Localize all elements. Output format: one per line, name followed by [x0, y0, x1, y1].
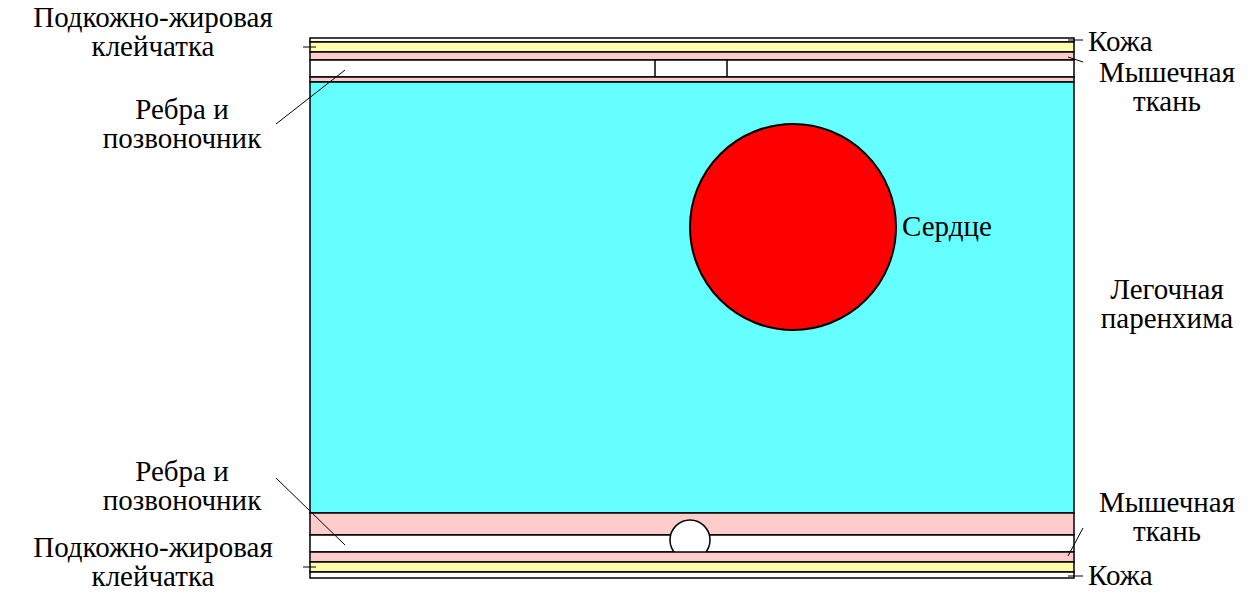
- fat-layer: [310, 562, 1074, 572]
- part-label: Ребра и позвоночник: [72, 457, 292, 515]
- lung-region: [310, 82, 1074, 513]
- muscle-layer: [310, 52, 1074, 60]
- fat-layer: [310, 42, 1074, 52]
- rib-layer: [310, 60, 1074, 77]
- muscle-layer: [310, 552, 1074, 562]
- part-label: Подкожно-жировая клейчатка: [3, 533, 303, 591]
- part-label: Ребра и позвоночник: [72, 95, 292, 153]
- leader-line: [1068, 57, 1083, 62]
- part-label: Кожа: [1088, 27, 1208, 56]
- leader-line: [1068, 528, 1083, 556]
- leader-line: [1068, 40, 1083, 41]
- part-label: Легочная паренхима: [1086, 275, 1248, 333]
- part-label: Мышечная ткань: [1086, 488, 1248, 546]
- skin-layer: [310, 572, 1074, 578]
- sternum: [655, 60, 727, 77]
- heart: [690, 124, 896, 330]
- part-label: Сердце: [902, 212, 1052, 241]
- leader-line: [276, 70, 345, 124]
- leader-line: [303, 567, 316, 568]
- part-label: Подкожно-жировая клейчатка: [3, 3, 303, 61]
- leader-line: [276, 478, 345, 545]
- part-label: Мышечная ткань: [1086, 58, 1248, 116]
- leader-line: [1068, 576, 1083, 577]
- part-label: Кожа: [1088, 561, 1208, 590]
- leader-line: [303, 47, 316, 48]
